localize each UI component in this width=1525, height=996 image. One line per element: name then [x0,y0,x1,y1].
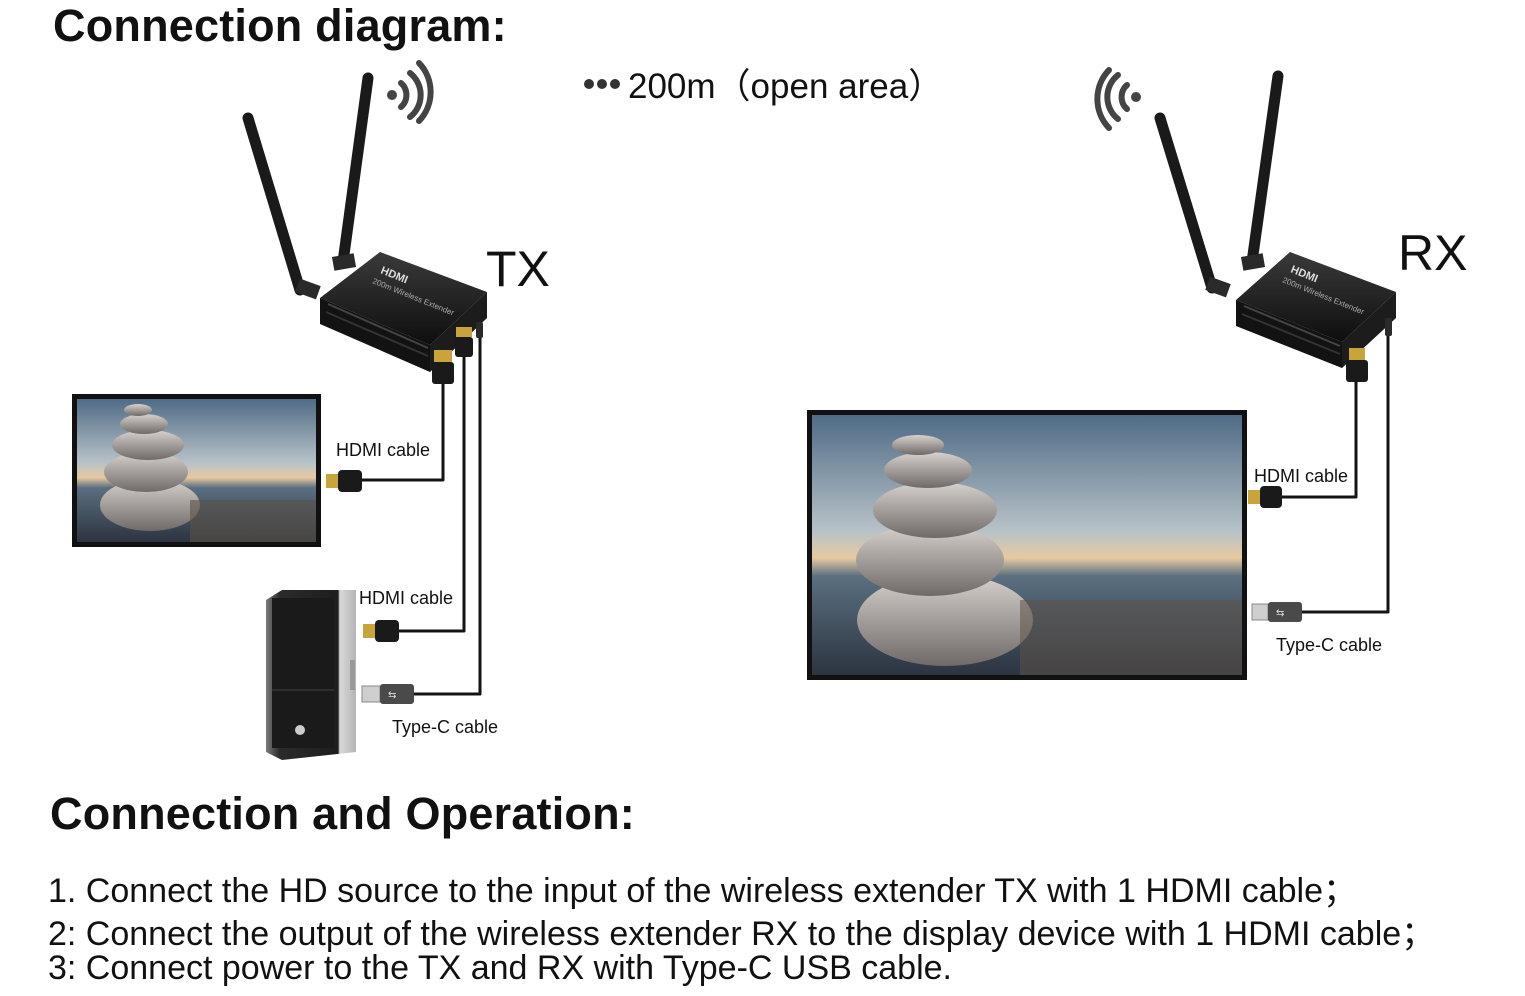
rx-label: RX [1398,225,1468,281]
hdmi-plug-icon [432,322,483,384]
rx-cables [1280,336,1390,614]
tx-typec-label: Type-C cable [392,717,499,737]
operation-title: Connection and Operation: [50,788,635,839]
rx-extender-device: HDMI 200m Wireless Extender [1154,70,1396,368]
dots-icon [584,78,620,89]
diagram-title: Connection diagram: [53,0,507,51]
step-1: 1. Connect the HD source to the input of… [48,872,1357,910]
svg-text:⇆: ⇆ [388,690,396,701]
rx-wifi-signal-icon [1094,67,1141,131]
tx-display-monitor [72,394,321,547]
rx-usb-plug-icon: ⇆ [1251,602,1302,622]
rx-typec-label: Type-C cable [1276,635,1383,655]
tx-hdmi-display-plug-icon [326,470,362,492]
tx-label: TX [486,241,550,297]
svg-text:⇆: ⇆ [1276,608,1284,619]
step-2: 2: Connect the output of the wireless ex… [48,915,1436,953]
hdmi-plug-icon [1346,318,1392,382]
tx-extender-device: HDMI 200m Wireless Extender [242,72,487,372]
tx-hdmi-pc-plug-icon [363,620,399,642]
rx-hdmi-label: HDMI cable [1254,466,1349,486]
rx-display-monitor [807,410,1247,680]
tx-hdmi-pc-label: HDMI cable [359,588,454,608]
distance-indicator: 200m（open area） [584,58,943,109]
step-3: 3: Connect power to the TX and RX with T… [48,949,952,987]
tx-hdmi-display-label: HDMI cable [336,440,431,460]
pc-tower [266,590,356,760]
antenna-icon [1154,70,1284,298]
tx-cables [360,336,482,696]
distance-label: 200m（open area） [628,67,944,106]
tx-wifi-signal-icon [387,60,434,124]
tx-usb-plug-icon: ⇆ [361,684,414,704]
antenna-icon [242,72,374,300]
rx-hdmi-plug-icon [1248,486,1282,508]
